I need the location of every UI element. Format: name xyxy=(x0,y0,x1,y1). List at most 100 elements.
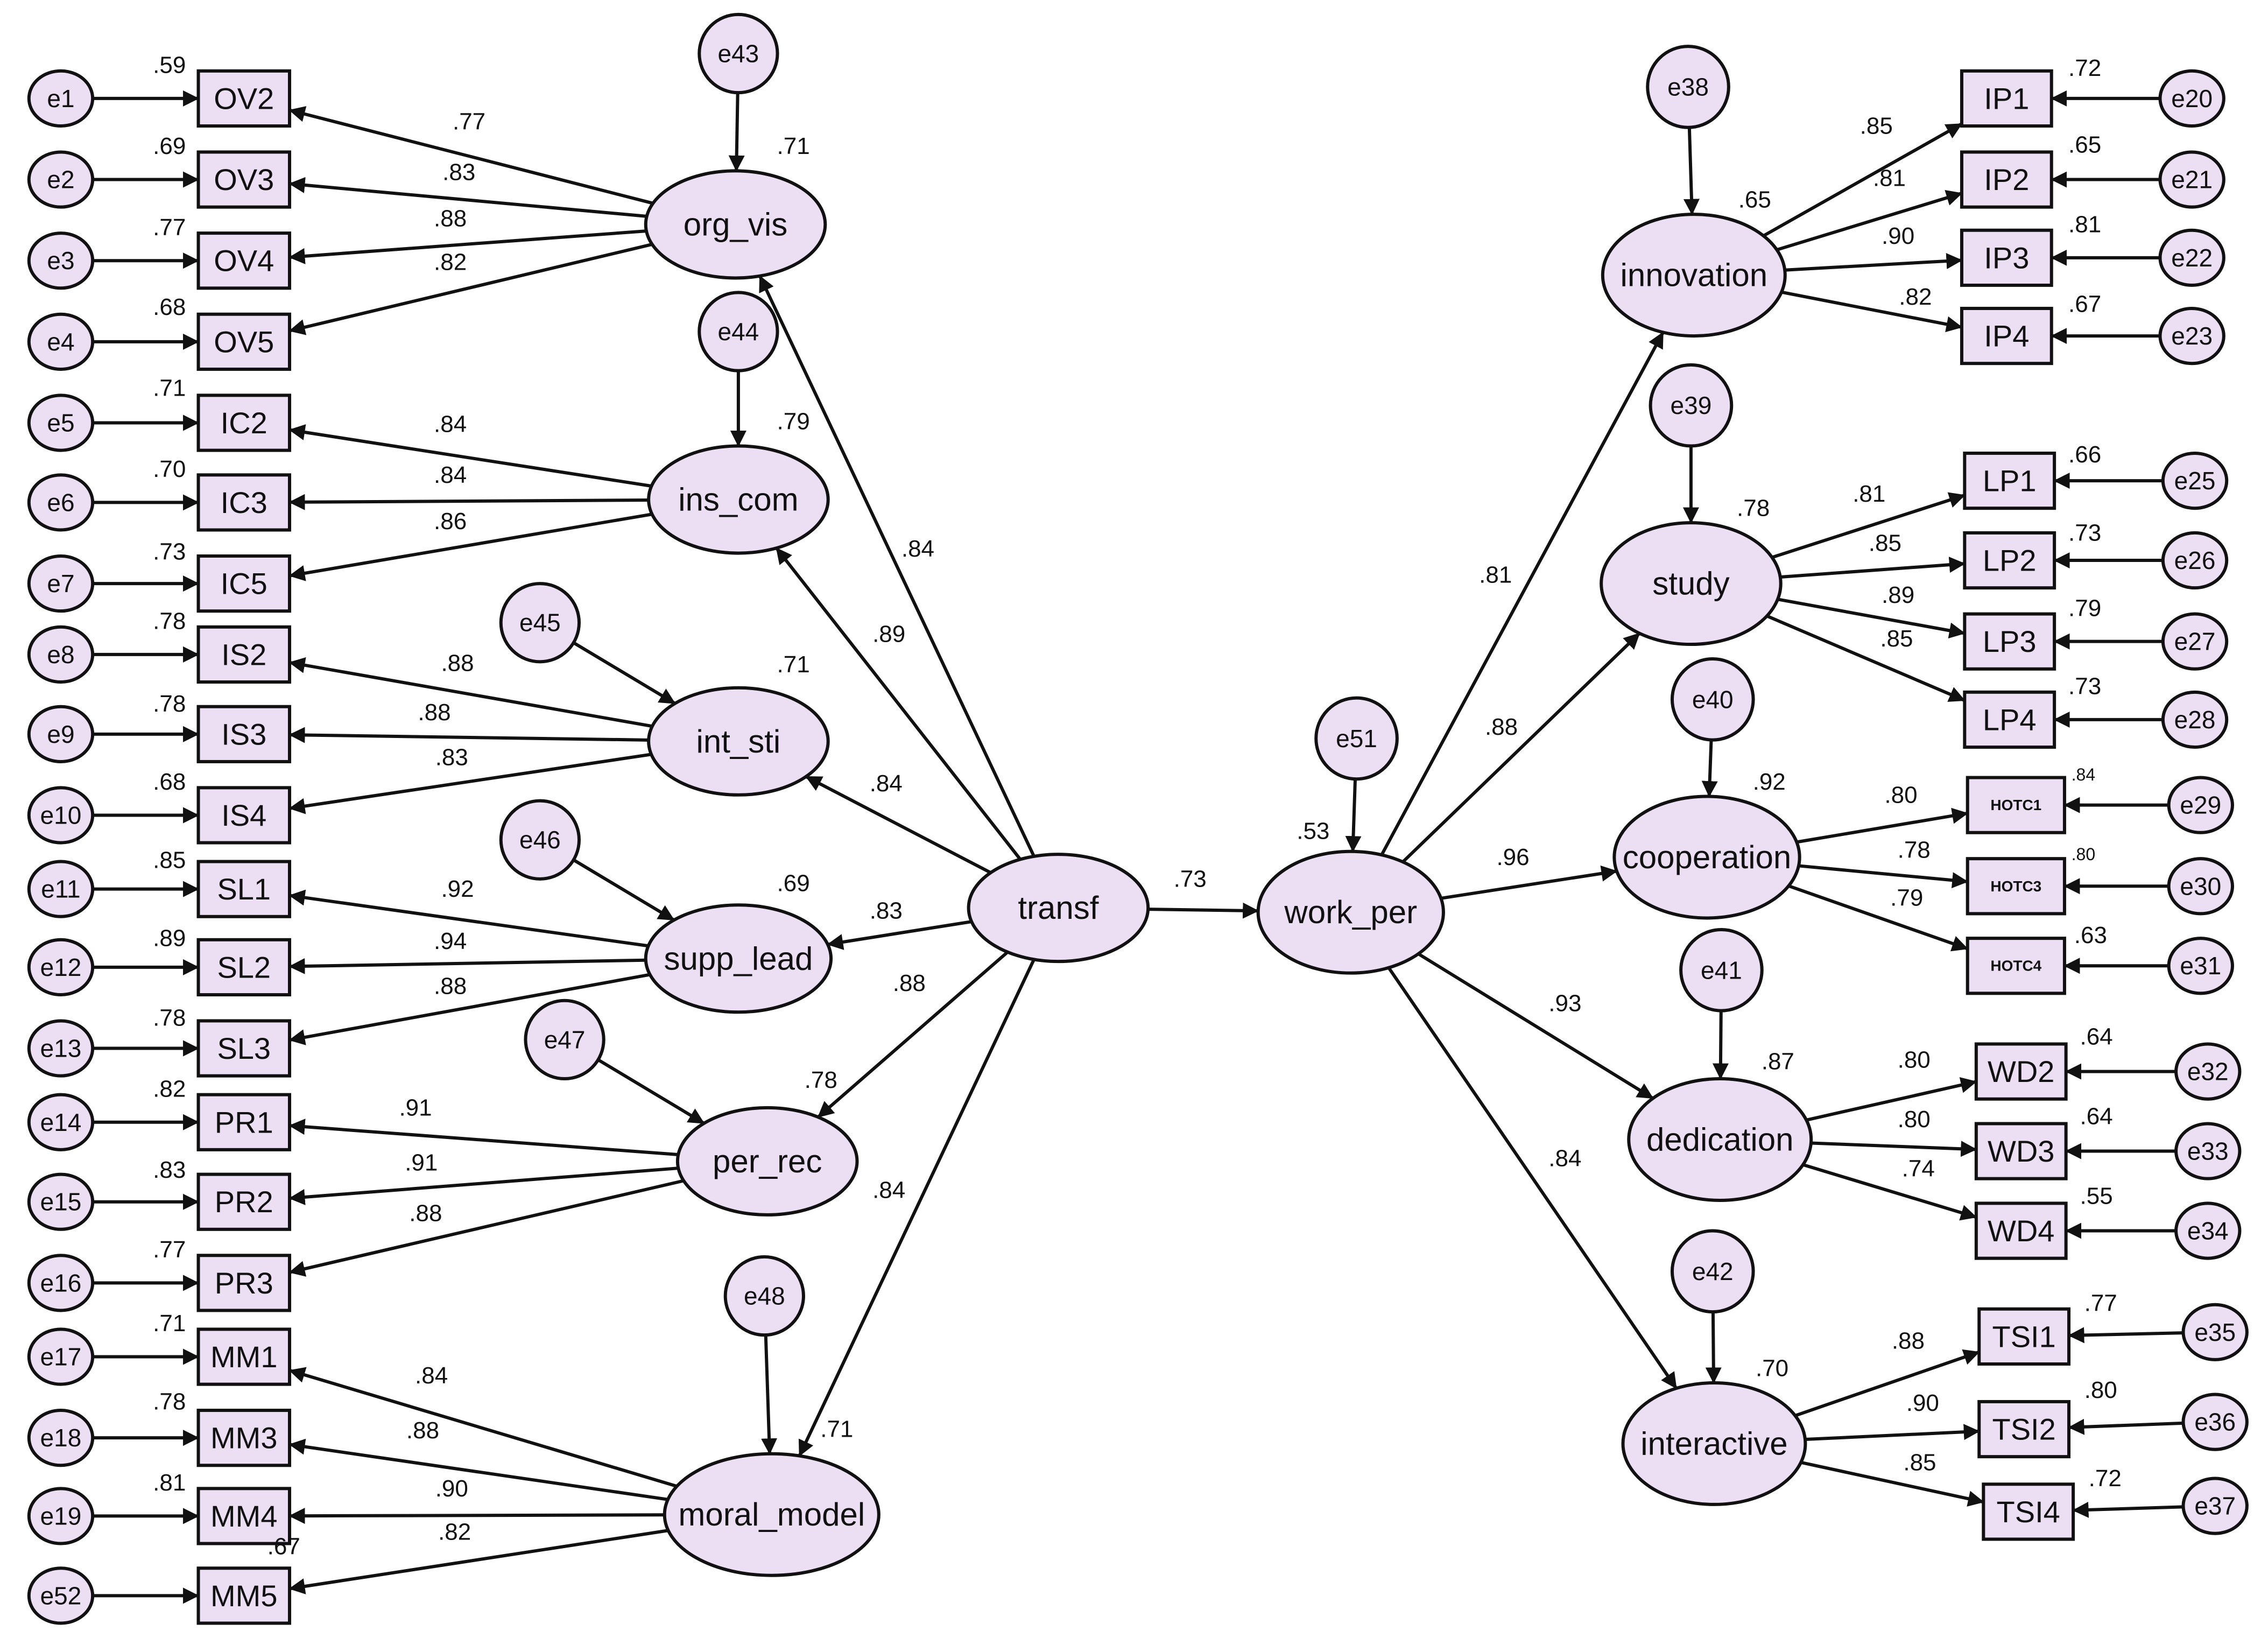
loading-label-IC3: .84 xyxy=(434,462,467,488)
indicator-box xyxy=(196,1566,291,1625)
indicator-WD2: WD2 xyxy=(1974,1042,2068,1101)
latent-label: per_rec xyxy=(713,1143,822,1179)
indicator-box xyxy=(196,1172,291,1231)
error-label: e52 xyxy=(40,1581,82,1609)
loading-label-OV4: .88 xyxy=(434,206,467,232)
indicator-box xyxy=(196,1254,291,1312)
error-shape xyxy=(27,1409,95,1467)
indicator-box xyxy=(1963,531,2056,590)
arrow-transf-to-supp_lead xyxy=(827,920,972,950)
indicator-label: IS3 xyxy=(221,717,266,751)
indicator-box xyxy=(1982,1482,2075,1541)
error-e16: e16 xyxy=(27,1254,95,1312)
error-e43: e43 xyxy=(698,12,779,95)
r2-label-MM5: .67 xyxy=(267,1533,300,1559)
indicator-box xyxy=(196,1487,291,1545)
error-shape xyxy=(27,69,95,128)
arrow-e47-to-per_rec xyxy=(597,1058,705,1125)
indicator-box xyxy=(1977,1400,2071,1459)
loading-label-IS2: .88 xyxy=(441,650,474,677)
latent-ins_com: ins_com xyxy=(647,444,830,555)
r2-label-IC3: .70 xyxy=(153,456,186,482)
error-label: e7 xyxy=(47,570,74,597)
r2-label-HOTC1: .84 xyxy=(2072,765,2095,784)
latent-label: innovation xyxy=(1621,257,1768,293)
indicator-label: IP1 xyxy=(1984,81,2029,115)
loading-label-TSI4: .85 xyxy=(1903,1449,1936,1475)
error-shape xyxy=(27,938,95,997)
error-label: e3 xyxy=(47,247,74,275)
arrow-int_sti-to-IS4 xyxy=(288,753,652,814)
error-shape xyxy=(1670,1229,1755,1314)
loading-label-HOTC3: .78 xyxy=(1898,837,1931,863)
arrow-org_vis-to-OV5 xyxy=(288,242,653,335)
loading-label-PR2: .91 xyxy=(405,1150,438,1176)
error-label: e19 xyxy=(40,1502,82,1530)
indicator-box xyxy=(196,312,291,371)
path-label-transf_per_rec: .88 xyxy=(893,970,926,996)
arrow-per_rec-to-PR2 xyxy=(288,1166,679,1205)
error-label: e18 xyxy=(40,1424,82,1452)
r2-label-MM4: .81 xyxy=(153,1470,186,1496)
error-shape xyxy=(2158,228,2225,287)
arrow-supp_lead-to-SL3 xyxy=(288,973,651,1045)
error-e6: e6 xyxy=(27,473,95,532)
indicator-label: IS2 xyxy=(221,637,266,671)
arrow-work_per-to-dedication xyxy=(1417,952,1654,1100)
r2-label-LP3: .79 xyxy=(2068,595,2101,621)
error-shape xyxy=(1649,363,1734,448)
error-e32: e32 xyxy=(2174,1042,2242,1101)
error-label: e6 xyxy=(47,488,74,516)
arrow-e36-to-TSI2 xyxy=(2068,1418,2184,1435)
arrow-e42-to-interactive xyxy=(1705,1312,1722,1384)
error-shape xyxy=(2167,937,2234,995)
indicator-box xyxy=(1966,857,2066,916)
error-e51: e51 xyxy=(1314,696,1399,781)
loading-label-MM3: .88 xyxy=(406,1417,439,1444)
error-e21: e21 xyxy=(2158,150,2225,209)
error-shape xyxy=(27,312,95,371)
error-e8: e8 xyxy=(27,625,95,684)
error-e39: e39 xyxy=(1649,363,1734,448)
indicator-label: IC3 xyxy=(221,486,267,519)
indicator-MM1: MM1 xyxy=(196,1327,291,1386)
latent-shape xyxy=(1600,521,1783,646)
error-e46: e46 xyxy=(499,799,581,881)
loading-label-PR3: .88 xyxy=(409,1200,442,1227)
loading-label-IP2: .81 xyxy=(1873,165,1906,191)
indicator-IP2: IP2 xyxy=(1960,150,2053,209)
indicator-box xyxy=(1974,1042,2068,1101)
loading-label-IP1: .85 xyxy=(1860,113,1893,139)
error-shape xyxy=(2158,150,2225,209)
indicator-box xyxy=(196,473,291,532)
r2-label-interactive: .70 xyxy=(1756,1355,1788,1382)
indicator-PR1: PR1 xyxy=(196,1093,291,1151)
error-e48: e48 xyxy=(723,1255,805,1337)
error-label: e13 xyxy=(40,1035,82,1063)
r2-label-WD4: .55 xyxy=(2080,1183,2113,1209)
latent-label: dedication xyxy=(1646,1122,1794,1158)
error-shape xyxy=(2167,776,2234,834)
indicator-box xyxy=(1960,150,2053,209)
indicator-label: IP2 xyxy=(1984,163,2029,196)
indicator-SL3: SL3 xyxy=(196,1019,291,1078)
indicator-PR2: PR2 xyxy=(196,1172,291,1231)
indicator-label: HOTC4 xyxy=(1990,958,2041,974)
error-shape xyxy=(27,860,95,918)
r2-label-TSI4: .72 xyxy=(2089,1465,2122,1492)
error-shape xyxy=(27,150,95,209)
r2-label-SL2: .89 xyxy=(153,925,186,952)
arrow-e40-to-cooperation xyxy=(1701,740,1718,798)
indicator-LP1: LP1 xyxy=(1963,451,2056,510)
arrow-transf-to-org_vis xyxy=(758,275,1036,857)
path-label-work_per_innovation: .81 xyxy=(1479,561,1512,588)
loading-label-HOTC1: .80 xyxy=(1884,782,1917,808)
indicator-box xyxy=(196,150,291,209)
error-label: e29 xyxy=(2180,791,2221,819)
indicator-label: MM4 xyxy=(210,1499,277,1533)
r2-label-study: .78 xyxy=(1737,495,1770,522)
indicator-LP3: LP3 xyxy=(1963,612,2056,671)
latent-org_vis: org_vis xyxy=(644,169,827,280)
error-e10: e10 xyxy=(27,786,95,845)
error-label: e9 xyxy=(47,720,74,748)
